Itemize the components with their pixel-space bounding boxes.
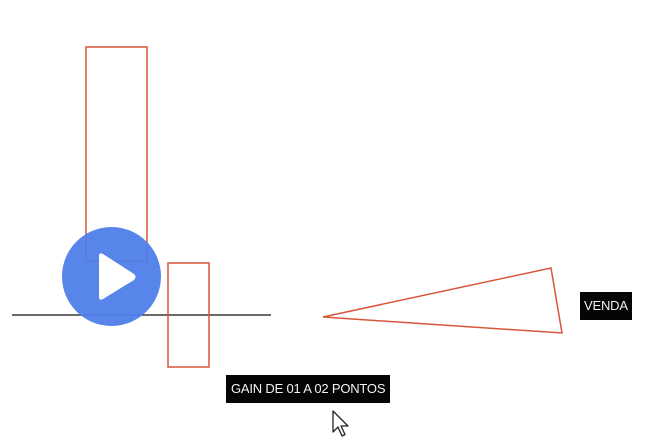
gain-label: GAIN DE 01 A 02 PONTOS [226,375,391,403]
triangle-shape [322,267,563,334]
play-icon [99,253,136,300]
mouse-pointer-icon [332,410,349,437]
venda-label: VENDA [580,292,632,320]
play-button[interactable] [62,227,161,326]
small-rectangle [167,262,210,368]
